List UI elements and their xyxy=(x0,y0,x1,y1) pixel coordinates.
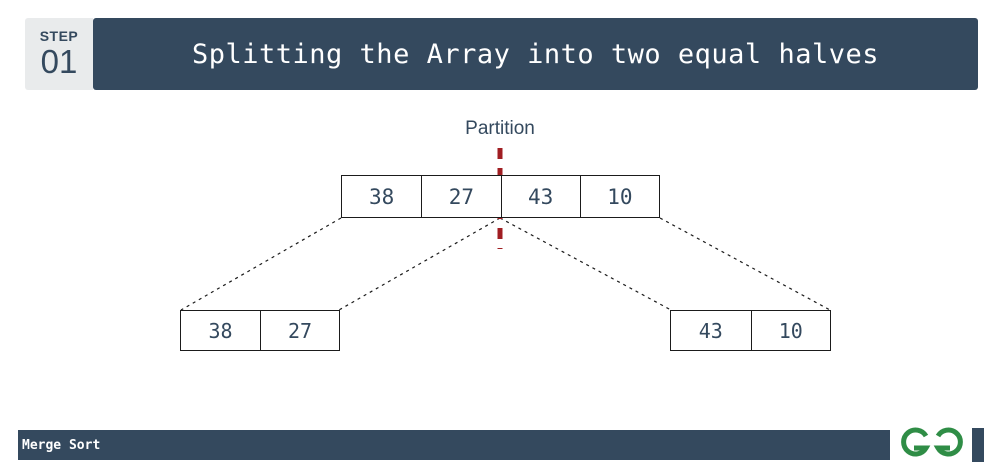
original-array: 38 27 43 10 xyxy=(341,175,660,218)
connector-outer-left xyxy=(180,217,342,311)
array-cell: 43 xyxy=(671,311,751,350)
step-badge: STEP 01 xyxy=(25,18,93,90)
left-half-array: 38 27 xyxy=(180,310,340,351)
array-cell: 10 xyxy=(579,176,659,217)
array-cell: 27 xyxy=(421,176,501,217)
footer-bar xyxy=(18,430,890,460)
array-cell: 27 xyxy=(260,311,339,350)
array-cell: 38 xyxy=(342,176,422,217)
right-half-array: 43 10 xyxy=(670,310,831,351)
connector-inner-right xyxy=(499,217,672,311)
header-bar xyxy=(93,18,978,90)
partition-label: Partition xyxy=(465,118,535,139)
step-word-label: STEP xyxy=(39,27,79,44)
step-number-label: 01 xyxy=(40,42,78,80)
connector-outer-right xyxy=(659,217,831,311)
connector-inner-left xyxy=(338,217,501,311)
footer-title-label: Merge Sort xyxy=(22,437,101,453)
array-cell: 38 xyxy=(181,311,260,350)
geeksforgeeks-logo xyxy=(901,427,963,457)
page-title: Splitting the Array into two equal halve… xyxy=(192,38,879,70)
footer-accent-bar xyxy=(972,428,984,462)
array-cell: 10 xyxy=(750,311,830,350)
array-cell: 43 xyxy=(500,176,580,217)
